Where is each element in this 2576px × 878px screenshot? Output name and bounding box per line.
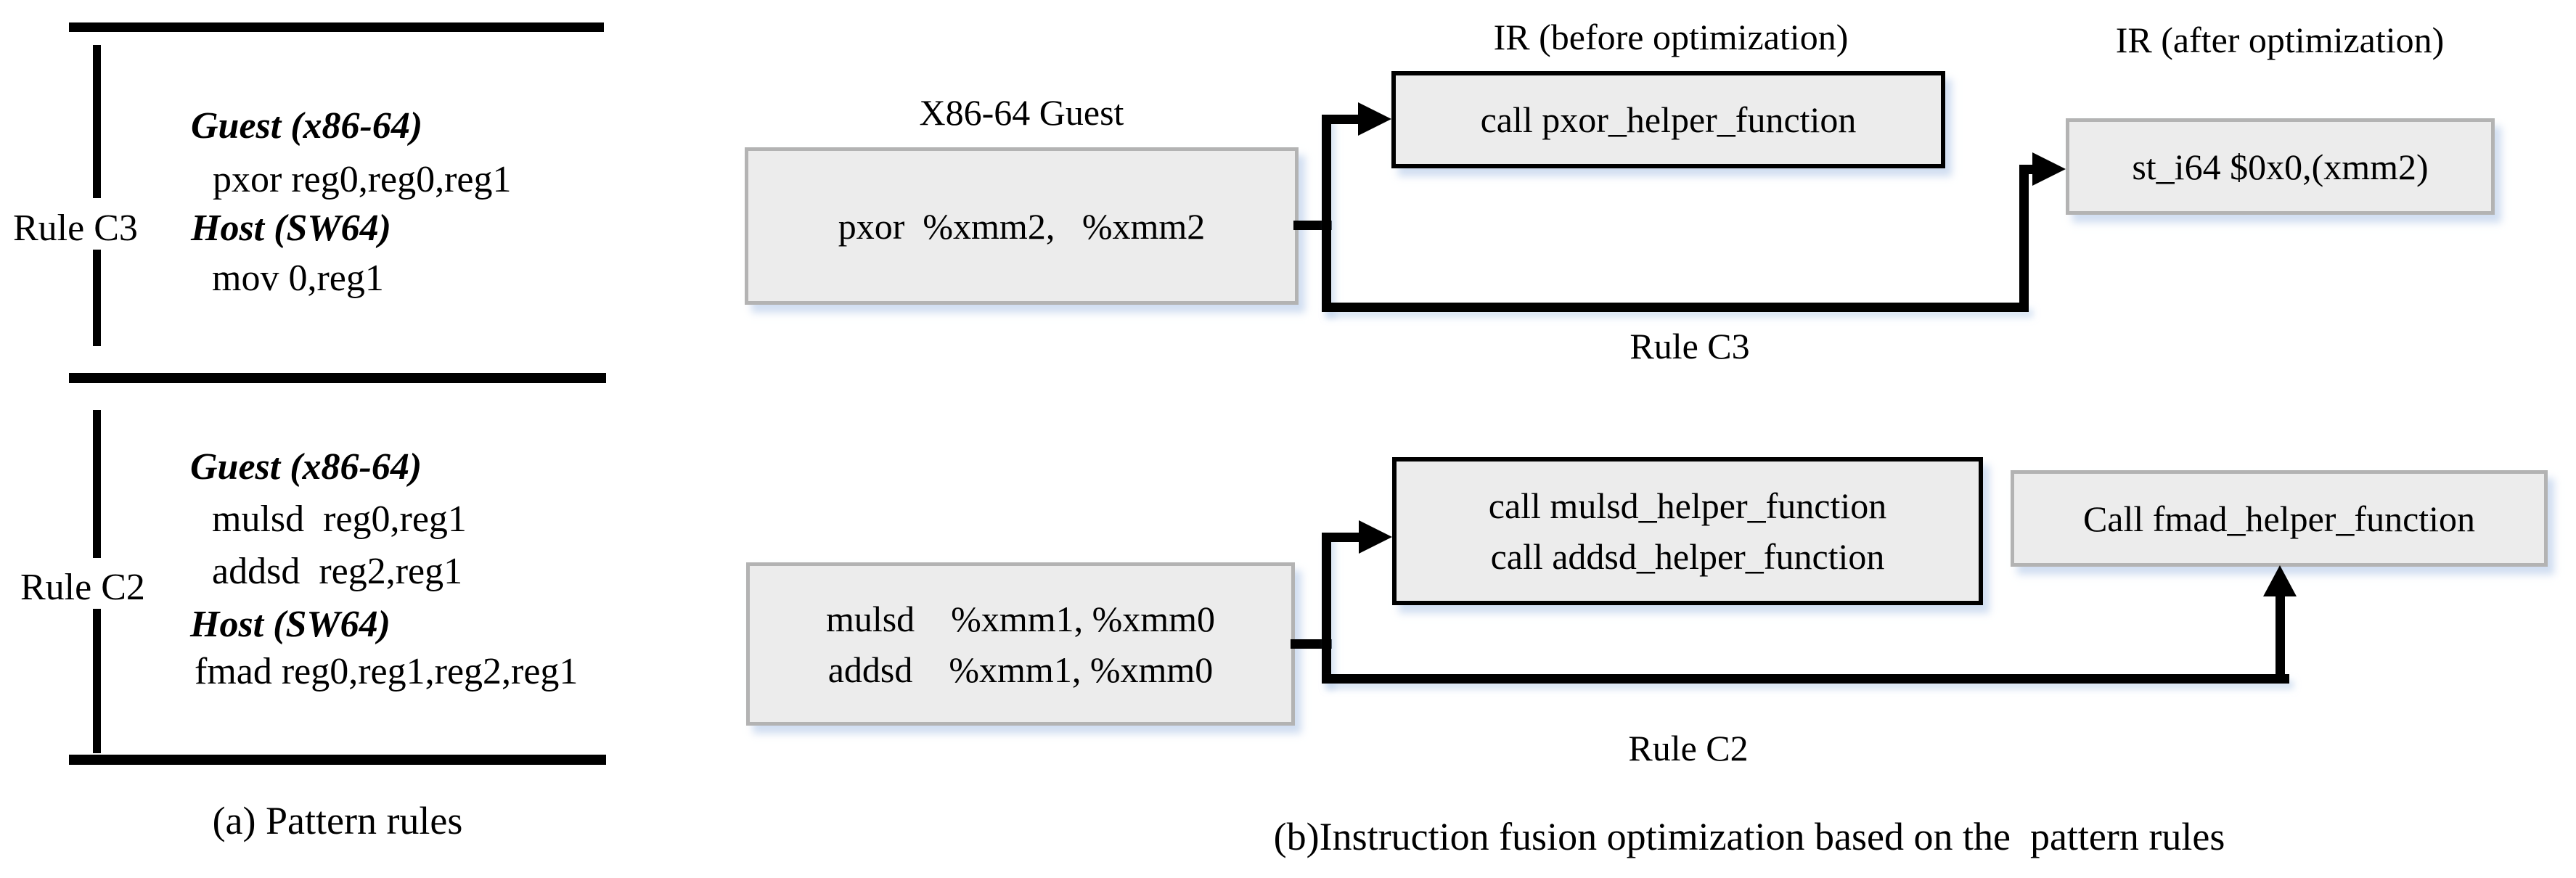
rule-c2-label: Rule C2 bbox=[20, 566, 150, 609]
rule-c2-guest-line-1: mulsd reg0,reg1 bbox=[212, 499, 467, 540]
c2-arrowhead-into-ir-before-icon bbox=[1359, 520, 1392, 554]
c2-arrowhead-into-ir-after-icon bbox=[2263, 565, 2297, 596]
c2-branch-vertical-line bbox=[1322, 533, 1331, 684]
rule-c3-vertical-line-upper bbox=[93, 45, 101, 198]
rule-table-bottom-line bbox=[69, 755, 606, 765]
guest-pxor-box: pxor %xmm2, %xmm2 bbox=[745, 147, 1299, 305]
c2-arm-to-ir-before bbox=[1322, 533, 1363, 542]
rule-table-mid-line bbox=[69, 373, 606, 383]
ir-before-mulsd-addsd-box: call mulsd_helper_function call addsd_he… bbox=[1392, 457, 1983, 605]
ir-before-title: IR (before optimization) bbox=[1493, 17, 1849, 57]
guest-mulsd-addsd-box: mulsd %xmm1, %xmm0 addsd %xmm1, %xmm0 bbox=[746, 562, 1295, 726]
ir-after-st-box: st_i64 $0x0,(xmm2) bbox=[2066, 118, 2495, 215]
ir-before-addsd-text: call addsd_helper_function bbox=[1490, 536, 1885, 577]
c3-arrowhead-into-ir-after-icon bbox=[2032, 152, 2066, 186]
ir-before-pxor-text: call pxor_helper_function bbox=[1480, 99, 1857, 140]
ir-after-fmad-text: Call fmad_helper_function bbox=[2082, 498, 2476, 539]
rule-c2-host-line: fmad reg0,reg1,reg2,reg1 bbox=[195, 651, 578, 692]
c3-flow-rule-label: Rule C3 bbox=[1630, 326, 1750, 366]
ir-before-mulsd-text: call mulsd_helper_function bbox=[1488, 485, 1887, 526]
rule-c2-vertical-line-upper bbox=[93, 410, 101, 558]
guest-pxor-text: pxor %xmm2, %xmm2 bbox=[838, 205, 1206, 247]
panel-b-caption: (b)Instruction fusion optimization based… bbox=[1273, 815, 2225, 858]
ir-after-fmad-box: Call fmad_helper_function bbox=[2011, 470, 2548, 567]
rule-c3-host-line: mov 0,reg1 bbox=[212, 258, 384, 299]
panel-a-caption: (a) Pattern rules bbox=[212, 799, 463, 842]
c3-riser-vertical-line bbox=[2019, 165, 2029, 312]
c2-riser-vertical-line bbox=[2276, 594, 2285, 684]
guest-mulsd-text: mulsd %xmm1, %xmm0 bbox=[825, 598, 1216, 639]
rule-c3-host-header: Host (SW64) bbox=[191, 208, 391, 249]
c3-arm-to-ir-before bbox=[1322, 115, 1362, 124]
c3-branch-vertical-line bbox=[1322, 115, 1331, 312]
ir-after-title: IR (after optimization) bbox=[2115, 20, 2445, 60]
x86-guest-title: X86-64 Guest bbox=[919, 92, 1124, 133]
c3-bottom-horizontal-line bbox=[1322, 303, 2029, 312]
ir-after-st-text: st_i64 $0x0,(xmm2) bbox=[2132, 146, 2429, 187]
rule-c2-guest-line-2: addsd reg2,reg1 bbox=[212, 551, 463, 592]
ir-before-pxor-box: call pxor_helper_function bbox=[1391, 71, 1945, 168]
c2-bottom-horizontal-line bbox=[1322, 674, 2289, 684]
rule-table-top-line bbox=[69, 22, 604, 32]
rule-c2-vertical-line-lower bbox=[93, 607, 101, 753]
guest-addsd-text: addsd %xmm1, %xmm0 bbox=[827, 649, 1214, 690]
c3-arrowhead-into-ir-before-icon bbox=[1358, 102, 1391, 136]
rule-c3-label: Rule C3 bbox=[13, 207, 142, 250]
rule-c2-guest-header: Guest (x86-64) bbox=[190, 446, 422, 488]
c2-flow-rule-label: Rule C2 bbox=[1628, 728, 1749, 768]
c2-stub-from-guest-box bbox=[1291, 639, 1332, 649]
rule-c2-host-header: Host (SW64) bbox=[190, 604, 391, 645]
rule-c3-guest-header: Guest (x86-64) bbox=[191, 105, 423, 147]
rule-c3-guest-line: pxor reg0,reg0,reg1 bbox=[213, 159, 512, 200]
rule-c3-vertical-line-lower bbox=[93, 249, 101, 346]
